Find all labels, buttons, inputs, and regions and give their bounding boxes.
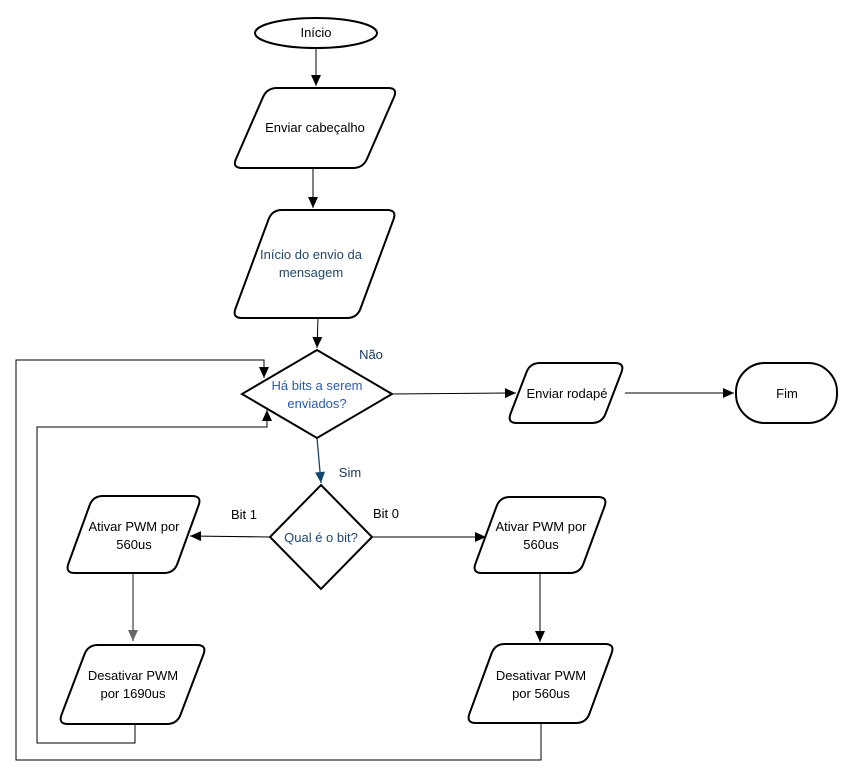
end-node[interactable]: Fim xyxy=(735,362,838,424)
activate-pwm-bit1-label-line1: Ativar PWM por xyxy=(88,519,180,534)
start-message-parallelogram-shape[interactable] xyxy=(233,209,396,319)
end-terminator-shape[interactable] xyxy=(735,362,838,424)
edge-bits-decision-to-bit-decision xyxy=(315,437,326,484)
activate-pwm-bit0-label-line1: Ativar PWM por xyxy=(495,519,587,534)
send-header-label: Enviar cabeçalho xyxy=(265,120,365,135)
bits-decision-label-line2: enviados? xyxy=(287,396,346,411)
activate-pwm-bit1-label-line2: 560us xyxy=(116,537,152,552)
edge-label-bit1: Bit 1 xyxy=(231,507,257,522)
activate-pwm-bit1-parallelogram-shape[interactable] xyxy=(66,495,201,574)
edge-label-yes: Sim xyxy=(339,465,361,480)
deactivate-pwm-bit1-label-line2: por 1690us xyxy=(100,686,166,701)
start-message-label-line1: Início do envio da xyxy=(260,247,363,262)
activate-pwm-bit0-parallelogram-shape[interactable] xyxy=(473,496,607,574)
edge-label-bit0: Bit 0 xyxy=(373,506,399,521)
edge-label-no: Não xyxy=(359,347,383,362)
edge-bits-decision-to-send-footer xyxy=(391,388,517,399)
deactivate-pwm-bit1-parallelogram-shape[interactable] xyxy=(59,644,206,725)
send-footer-label: Enviar rodapé xyxy=(527,386,608,401)
deactivate-pwm-bit0-label-line2: por 560us xyxy=(512,686,570,701)
bit-decision-node[interactable]: Qual é o bit? xyxy=(268,483,374,591)
start-message-label-line2: mensagem xyxy=(279,265,343,280)
end-node-label: Fim xyxy=(776,386,798,401)
deactivate-pwm-bit0-parallelogram-shape[interactable] xyxy=(467,643,614,724)
send-footer-parallelogram-shape[interactable] xyxy=(508,362,624,424)
edge-loopback-bit0-to-bits-decision xyxy=(15,359,542,761)
bit-decision-label: Qual é o bit? xyxy=(284,530,358,545)
edge-loopback-bit1-to-bits-decision xyxy=(36,410,272,744)
send-header-parallelogram-shape[interactable] xyxy=(233,87,397,169)
activate-pwm-bit0-label-line2: 560us xyxy=(523,537,559,552)
send-header-node[interactable]: Enviar cabeçalho xyxy=(233,87,397,169)
bits-decision-label-line1: Há bits a serem xyxy=(271,378,362,393)
deactivate-pwm-bit1-label-line1: Desativar PWM xyxy=(88,668,178,683)
deactivate-pwm-bit0-label-line1: Desativar PWM xyxy=(496,668,586,683)
deactivate-pwm-bit0-node[interactable]: Desativar PWM por 560us xyxy=(467,643,614,724)
activate-pwm-bit0-node[interactable]: Ativar PWM por 560us xyxy=(473,496,607,574)
start-node-label: Início xyxy=(300,25,331,40)
edge-bit-decision-to-activate-pwm-bit1 xyxy=(189,531,271,542)
deactivate-pwm-bit1-node[interactable]: Desativar PWM por 1690us xyxy=(59,644,206,725)
bits-decision-node[interactable]: Há bits a serem enviados? xyxy=(240,348,394,440)
start-node[interactable]: Início xyxy=(254,17,378,49)
bits-decision-diamond-shape[interactable] xyxy=(240,348,394,440)
edge-start-message-to-bits-decision xyxy=(312,317,323,349)
start-terminator-shape[interactable] xyxy=(254,17,378,49)
send-footer-node[interactable]: Enviar rodapé xyxy=(508,362,624,424)
start-message-node[interactable]: Início do envio da mensagem xyxy=(233,209,396,319)
activate-pwm-bit1-node[interactable]: Ativar PWM por 560us xyxy=(66,495,201,574)
bit-decision-diamond-shape[interactable] xyxy=(268,483,374,591)
